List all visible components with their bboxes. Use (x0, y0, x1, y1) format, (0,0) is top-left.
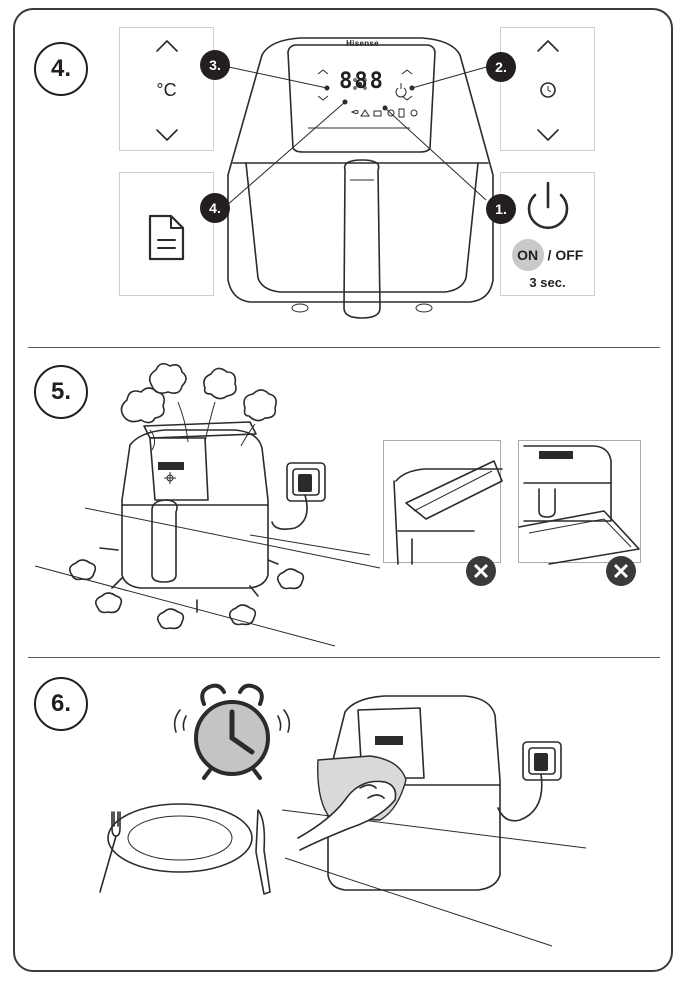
hand-wiping (297, 780, 397, 851)
page-frame (13, 8, 673, 972)
wrong-example-covered-top (383, 440, 503, 565)
wrong-example-under-base (518, 440, 641, 565)
airflow-puffs (68, 559, 305, 630)
cleaning-illustration (99, 683, 587, 947)
air-fryer-front-illustration (223, 37, 494, 319)
power-outlet (286, 462, 326, 502)
x-icon (606, 556, 636, 586)
section-divider (28, 657, 660, 658)
fryer-placement-illustration (34, 362, 381, 647)
airflow-arrows (99, 547, 279, 613)
time-panel (500, 27, 595, 151)
step-number-4: 4. (34, 42, 88, 96)
off-label: / OFF (543, 247, 584, 263)
on-badge: ON (511, 239, 544, 271)
section-divider (28, 347, 660, 348)
hold-duration-label: 3 sec. (529, 275, 566, 290)
temperature-panel: °C (119, 27, 214, 151)
callout-3: 3. (200, 50, 230, 80)
fan-icon (353, 78, 367, 90)
document-menu-icon (148, 214, 185, 261)
steam-cloud (120, 362, 277, 451)
power-icon (527, 181, 569, 230)
temperature-unit-label: °C (156, 80, 177, 100)
digital-display: 888 (339, 69, 385, 94)
alarm-clock-icon (173, 683, 291, 780)
power-panel: ON / OFF 3 sec. (500, 172, 595, 296)
fan-icon (164, 472, 176, 484)
callout-4: 4. (200, 193, 230, 223)
clock-icon (540, 82, 556, 98)
step-number-6: 6. (34, 677, 88, 731)
power-outlet (522, 741, 562, 781)
step-number-5: 5. (34, 365, 88, 419)
fork-icon (99, 811, 121, 893)
chevron-down-icon (537, 129, 559, 141)
chevron-up-icon (537, 40, 559, 52)
knife-icon (255, 809, 271, 895)
chevron-down-icon (156, 129, 178, 141)
chevron-up-icon (156, 40, 178, 52)
on-off-label: ON / OFF (501, 239, 594, 271)
x-icon (466, 556, 496, 586)
callout-1: 1. (486, 194, 516, 224)
brand-logo: Hisense (346, 39, 379, 48)
dinner-plate (107, 803, 253, 873)
menu-panel (119, 172, 214, 296)
callout-2: 2. (486, 52, 516, 82)
